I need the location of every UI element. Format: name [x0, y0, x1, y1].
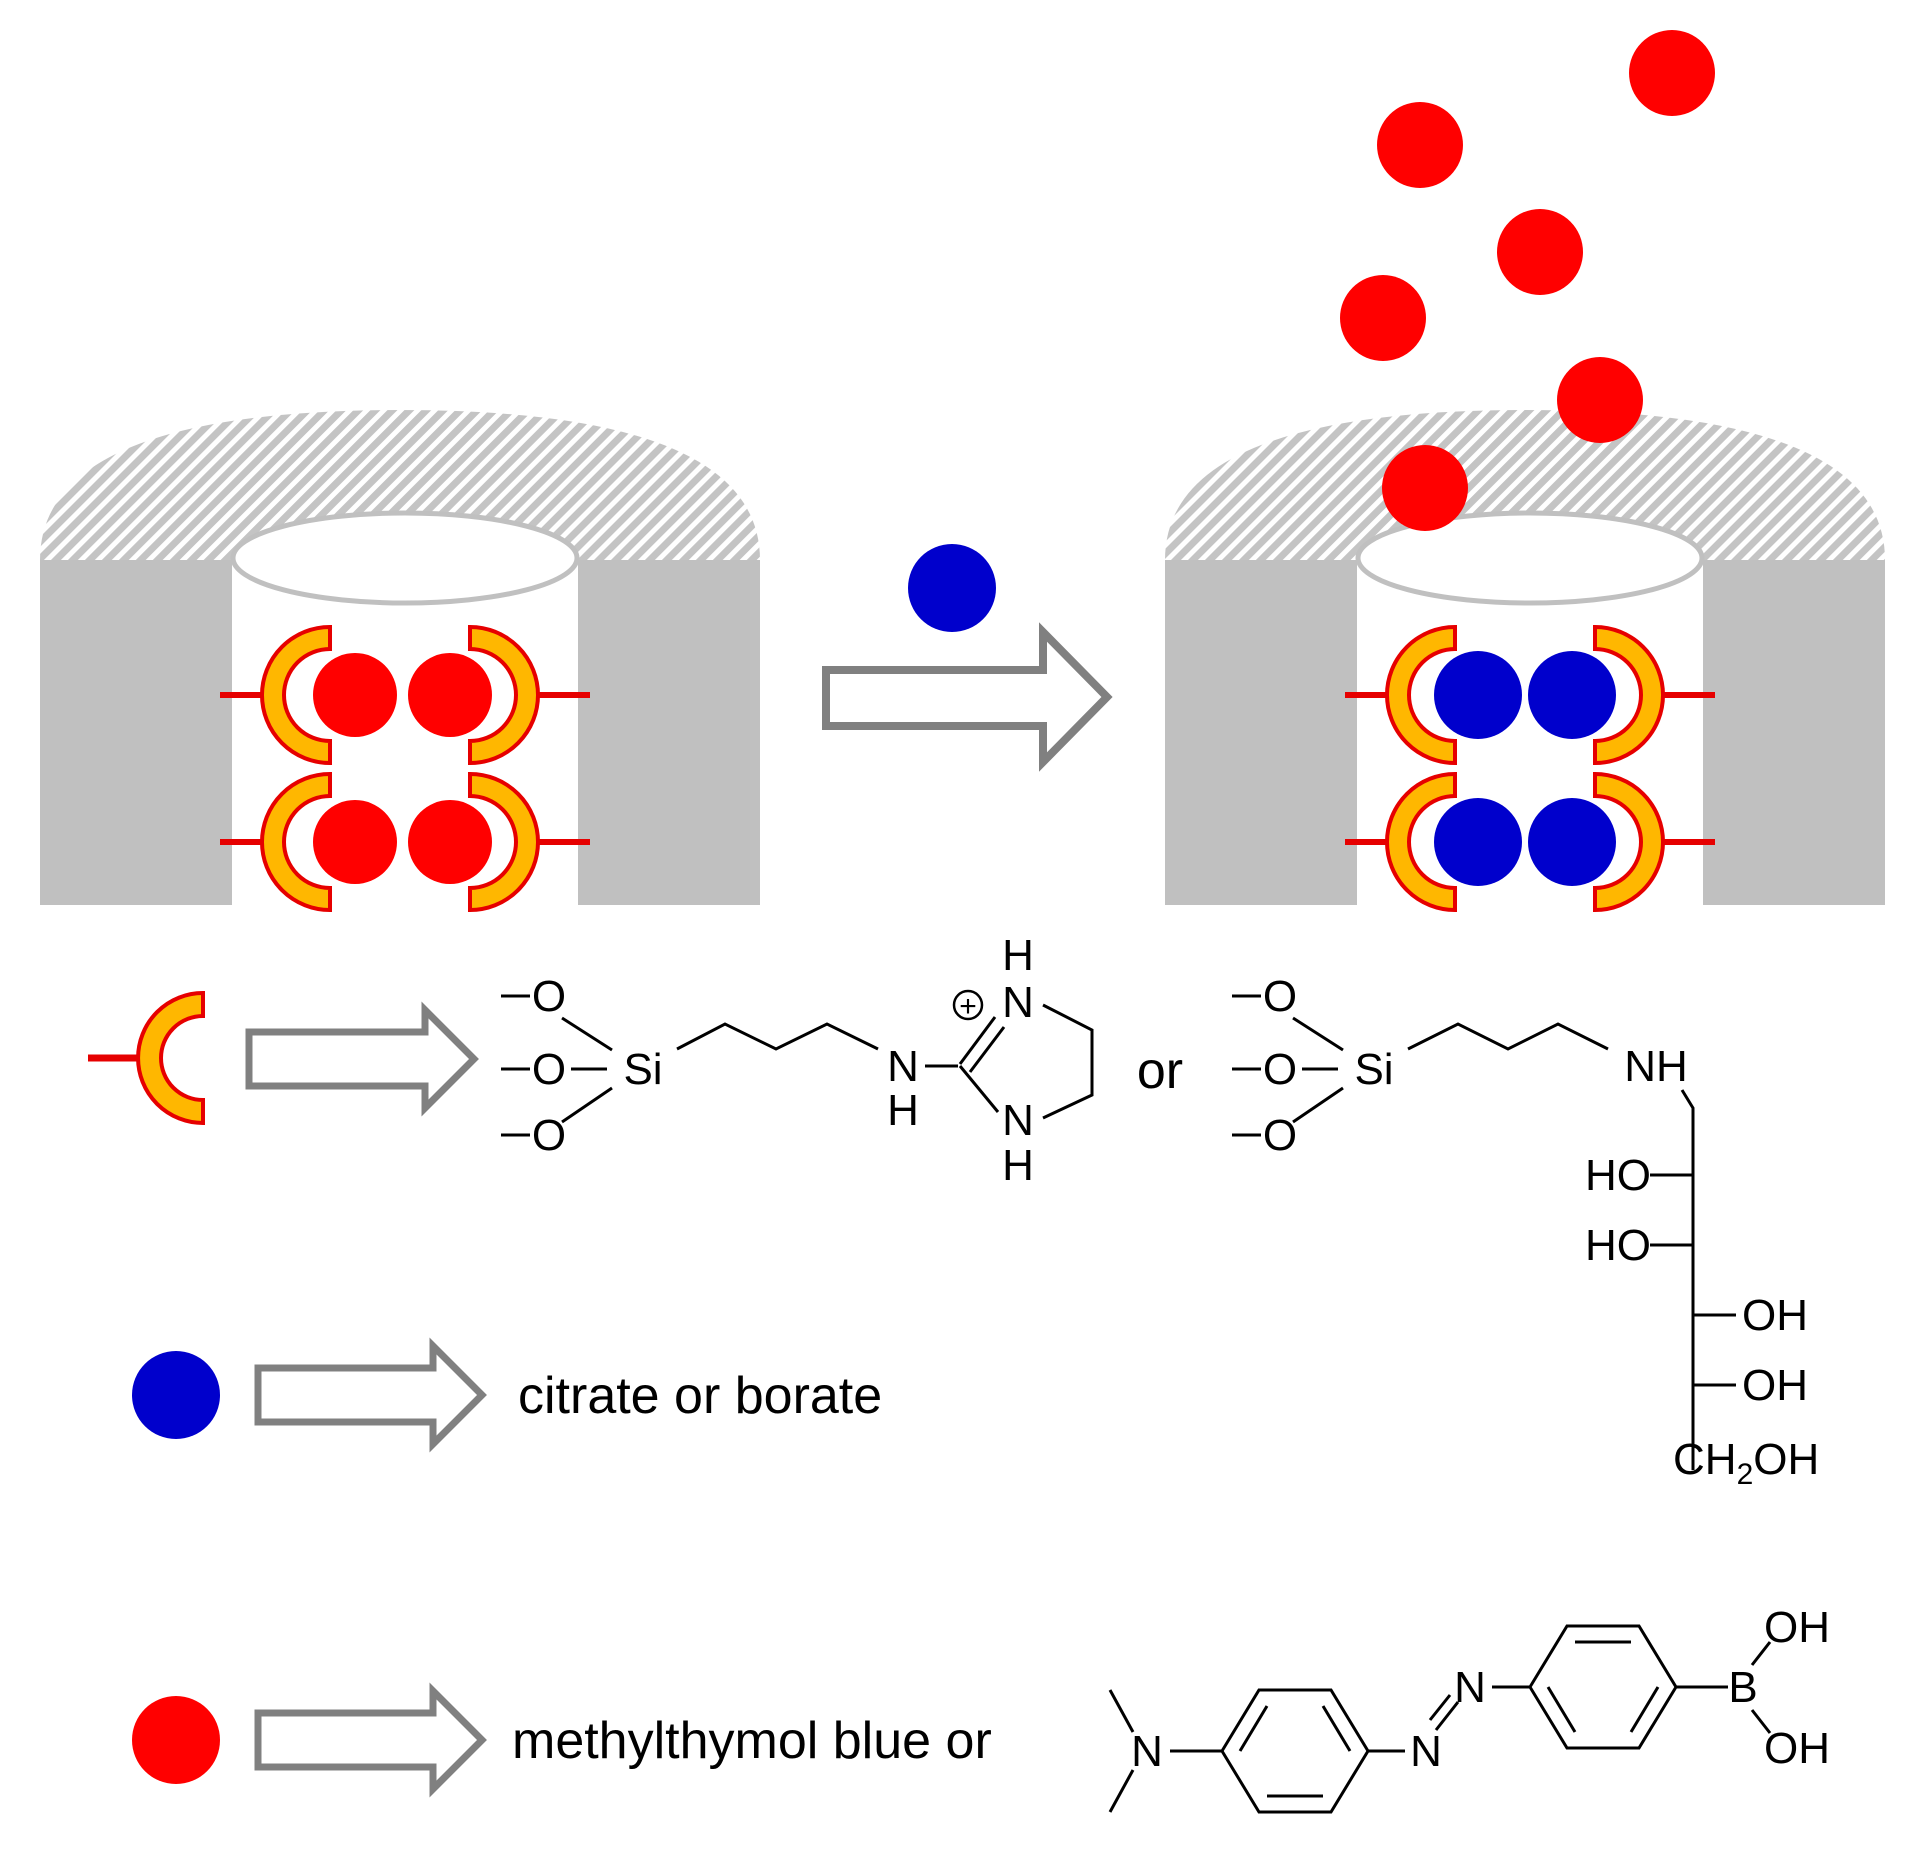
receptor-arc — [468, 624, 540, 766]
legend-displacer: citrate or borate — [132, 1337, 882, 1453]
receptor-set-left-pore — [220, 624, 590, 913]
pore-cap-hatched — [40, 410, 760, 560]
receptor-icon — [136, 990, 205, 1126]
receptor-arc — [1593, 624, 1665, 766]
pore-wall-right — [1705, 560, 1885, 905]
azobenzene-boronic-acid-structure: N N N B OH OH — [1108, 1603, 1830, 1814]
displacer-icon — [132, 1351, 220, 1439]
dye-molecule — [408, 653, 492, 737]
released-dye — [1377, 102, 1463, 188]
boron-atom: B — [1728, 1663, 1757, 1712]
oxygen-atom: O — [1263, 972, 1297, 1021]
displacer-bound — [1528, 798, 1616, 886]
legend-arrow — [254, 1682, 487, 1798]
released-dye — [1497, 209, 1583, 295]
hydroxyl-group: OH — [1764, 1724, 1830, 1773]
silicon-atom: Si — [623, 1045, 662, 1094]
displacer-bound — [1434, 651, 1522, 739]
nitrogen-atom: N — [1002, 1096, 1034, 1145]
dye-molecule — [313, 653, 397, 737]
closed-pore — [40, 410, 760, 913]
reaction-arrow-group — [822, 544, 1113, 772]
pore-opening — [1355, 510, 1705, 606]
legend-arrow — [254, 1337, 487, 1453]
oxygen-atom: O — [1263, 1045, 1297, 1094]
released-dye — [1557, 357, 1643, 443]
hydroxyl-group: OH — [1742, 1361, 1808, 1410]
legend-arrow — [245, 1001, 479, 1117]
oxygen-atom: O — [532, 1111, 566, 1160]
glucamine-silane-structure: O O O Si NH HO HO OH OH CH2OH — [1232, 972, 1819, 1491]
receptor-arc — [260, 624, 332, 766]
nitrogen-atom: N — [1002, 978, 1034, 1027]
released-dye-group — [1340, 30, 1715, 531]
loaded-dye-group — [313, 653, 492, 884]
receptor-arc — [1385, 771, 1457, 913]
imidazolinium-silane-structure: O O O Si N H N H N H + — [501, 931, 1094, 1190]
hydroxyl-group: OH — [1742, 1291, 1808, 1340]
dye-label: methylthymol blue or — [512, 1712, 992, 1770]
pore-wall-left — [1165, 560, 1355, 905]
legend-receptor: O O O Si N H N H N H + or — [88, 931, 1819, 1491]
displacer-anion — [908, 544, 996, 632]
displacer-label: citrate or borate — [518, 1367, 882, 1425]
receptor-arc — [1385, 624, 1457, 766]
ch2oh-group: CH2OH — [1673, 1435, 1819, 1491]
open-pore — [1165, 30, 1885, 913]
dye-molecule — [313, 800, 397, 884]
receptor-arc — [1593, 771, 1665, 913]
pore-opening — [230, 510, 580, 606]
receptor-arc — [468, 771, 540, 913]
displacer-bound — [1434, 798, 1522, 886]
nitrogen-atom: N — [887, 1042, 919, 1091]
hydroxyl-group: OH — [1764, 1603, 1830, 1652]
released-dye — [1340, 275, 1426, 361]
charge-sign: + — [959, 990, 977, 1023]
legend-dye: methylthymol blue or N N N B OH — [132, 1603, 1830, 1814]
receptor-set-right-pore — [1345, 624, 1715, 913]
dye-icon — [132, 1696, 220, 1784]
pore-wall-right — [580, 560, 760, 905]
released-dye — [1629, 30, 1715, 116]
hydroxyl-group: HO — [1585, 1151, 1651, 1200]
pore-cap-hatched — [1165, 410, 1885, 560]
pore-wall-left — [40, 560, 230, 905]
nitrogen-atom: N — [1131, 1727, 1163, 1776]
hydrogen-atom: H — [1002, 1141, 1034, 1190]
oxygen-atom: O — [1263, 1111, 1297, 1160]
nitrogen-atom: N — [1454, 1663, 1486, 1712]
receptor-arc — [260, 771, 332, 913]
oxygen-atom: O — [532, 972, 566, 1021]
hydrogen-atom: H — [887, 1086, 919, 1135]
displacer-bound — [1528, 651, 1616, 739]
reaction-arrow — [822, 622, 1113, 772]
or-label: or — [1137, 1042, 1183, 1100]
released-dye — [1382, 445, 1468, 531]
oxygen-atom: O — [532, 1045, 566, 1094]
silicon-atom: Si — [1354, 1045, 1393, 1094]
bound-displacer-group — [1434, 651, 1616, 886]
dye-molecule — [408, 800, 492, 884]
nh-group: NH — [1624, 1042, 1688, 1091]
nitrogen-atom: N — [1410, 1727, 1442, 1776]
hydrogen-atom: H — [1002, 931, 1034, 980]
hydroxyl-group: HO — [1585, 1221, 1651, 1270]
positive-charge-icon — [952, 989, 984, 1021]
